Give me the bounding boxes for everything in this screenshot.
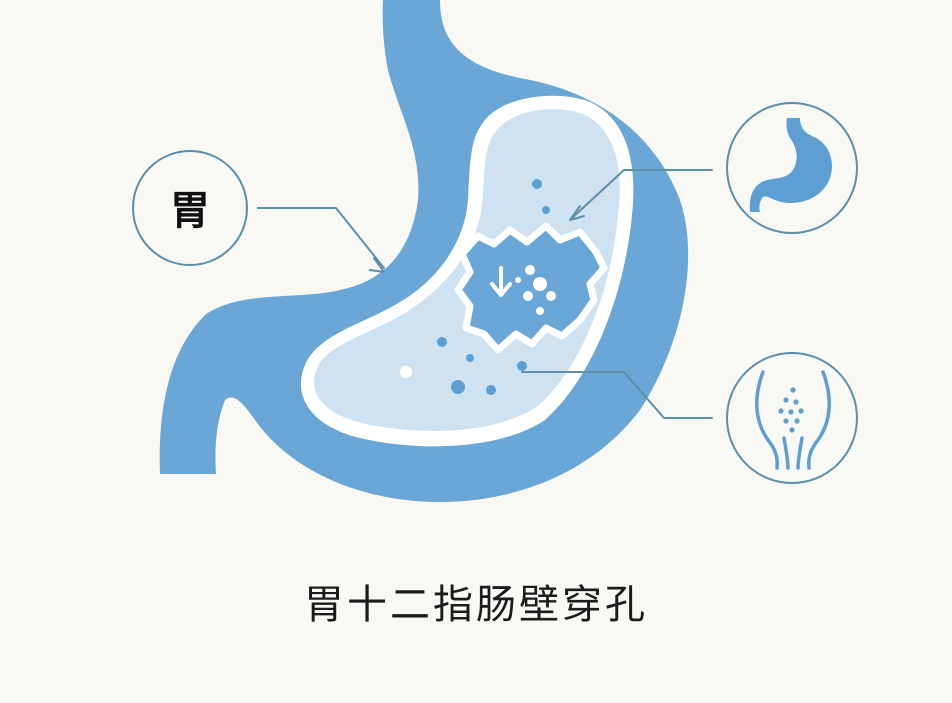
leak-droplets (515, 265, 556, 315)
leak-arrow-icon (490, 266, 512, 297)
abdomen-icon (755, 370, 831, 470)
abdomen-icon-dots (778, 387, 804, 433)
perforation-edge (454, 222, 608, 354)
organ-label-circle (132, 150, 248, 266)
content-particles (437, 179, 550, 395)
air-bubble (400, 366, 412, 378)
stomach-icon (749, 118, 832, 212)
abdomen-icon-circle (726, 352, 858, 484)
callout-lines (257, 169, 713, 419)
diagram-caption: 胃十二指肠壁穿孔 (304, 582, 648, 628)
organ-label: 胃 (170, 188, 210, 234)
perforation-hole (458, 226, 604, 350)
